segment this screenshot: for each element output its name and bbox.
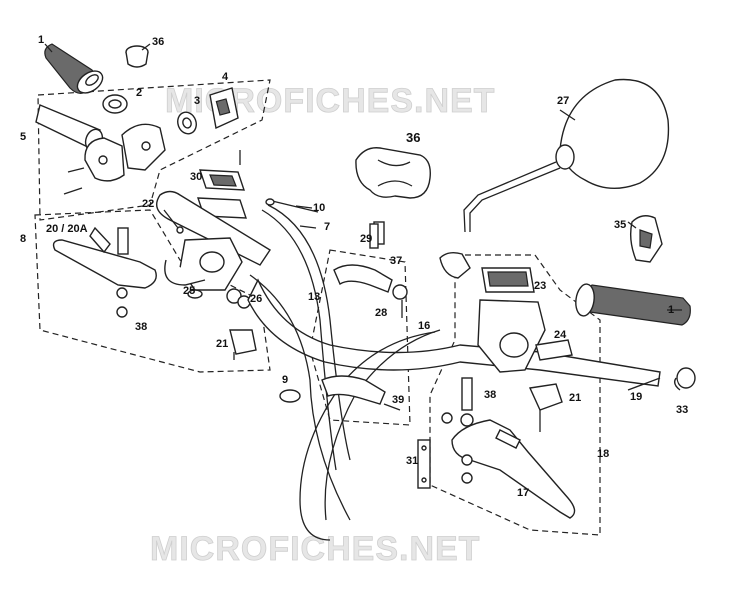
callout-26: 26 [250,293,262,305]
callout-25: 25 [183,285,195,297]
callout-19: 19 [630,391,642,403]
callout-38-right: 38 [484,389,496,401]
callout-13: 13 [308,291,320,303]
left-grip [44,43,104,94]
callout-21-right: 21 [569,392,581,404]
callout-37: 37 [390,255,402,267]
callout-27: 27 [557,95,569,107]
right-brake-master-cylinder [439,251,573,373]
handlebar [247,278,661,387]
right-switch [629,215,663,263]
left-brake-lever [52,226,157,318]
callout-36-middle: 36 [406,130,420,145]
callout-7: 7 [324,221,330,233]
callout-9: 9 [282,374,288,386]
mounting-plate [417,439,431,489]
cable-clip [279,389,301,403]
callout-8: 8 [20,233,26,245]
washer [102,94,128,114]
left-lever-outline [34,209,271,373]
watermark-bottom: MICROFICHES.NET [150,530,480,568]
callout-20-20a: 20 / 20A [46,223,88,235]
end-plug-right [673,367,696,391]
cables [249,198,441,541]
callout-30: 30 [190,171,202,183]
left-bolt [163,209,184,234]
right-switch-clip [528,383,563,432]
throttle-housing [84,123,166,182]
callout-1-right: 1 [668,304,674,316]
switch-block [209,87,239,130]
callout-2: 2 [136,87,142,99]
callout-18: 18 [597,448,609,460]
callout-5: 5 [20,131,26,143]
screws-left [63,150,241,195]
callout-24: 24 [554,329,567,341]
callout-23: 23 [534,280,546,292]
callout-35: 35 [614,219,626,231]
callout-28: 28 [375,307,387,319]
handlebar-clamps [321,221,408,411]
callout-29: 29 [360,233,372,245]
callout-16: 16 [418,320,430,332]
callout-3: 3 [194,95,200,107]
end-plug-middle [355,147,431,199]
callout-36-top: 36 [152,36,164,48]
callout-33: 33 [676,404,688,416]
spacer-ring [177,111,197,135]
reservoir-cap [197,169,247,219]
callout-17: 17 [517,487,529,499]
mirror [463,78,670,233]
leader-lines [44,43,682,391]
callout-4: 4 [222,71,229,83]
callout-31: 31 [406,455,418,467]
callout-38-left: 38 [135,321,147,333]
right-assembly-outline [429,254,601,536]
left-brake-master-cylinder [156,190,271,309]
callout-10: 10 [313,202,325,214]
right-grip [575,283,691,326]
clamp-outline [309,249,411,426]
callout-39: 39 [392,394,404,406]
left-assembly-outline [37,79,271,221]
callout-21-left: 21 [216,338,228,350]
end-plug-top [125,45,149,68]
left-switch-clip [229,329,257,360]
right-brake-lever [441,377,576,519]
callout-1-left: 1 [38,34,44,46]
bolt-29 [369,223,379,249]
callout-22: 22 [142,198,154,210]
